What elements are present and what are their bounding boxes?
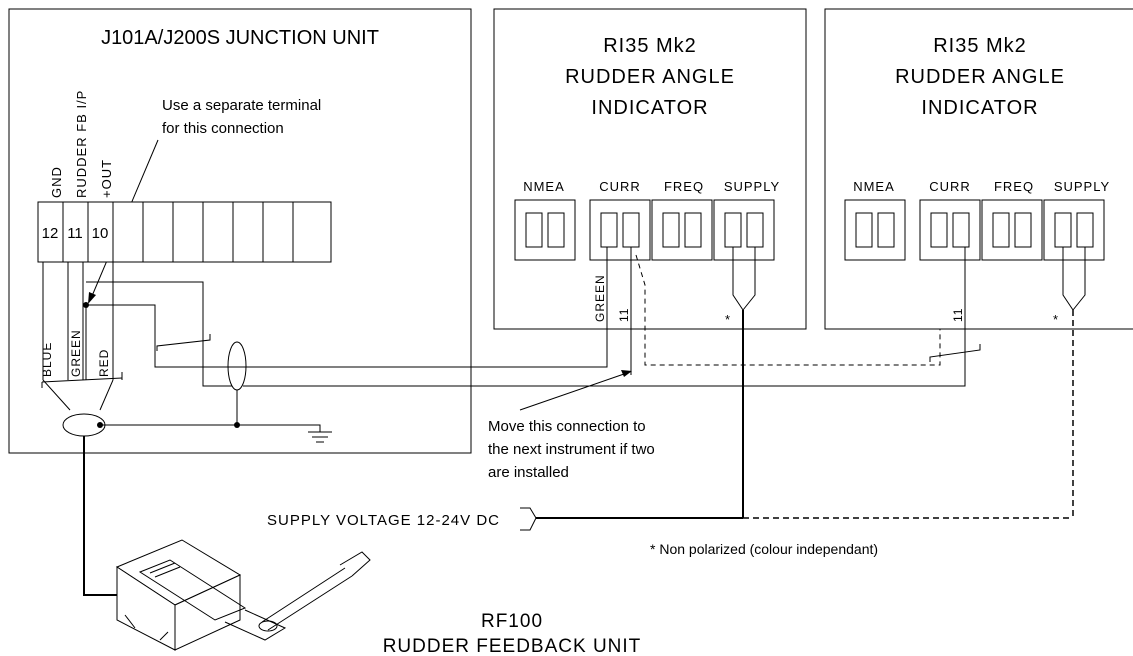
indicator-2-box (824, 8, 1133, 330)
rudder-feedback-unit-drawing (83, 436, 371, 651)
indicator-2-wire-11: 11 (951, 308, 965, 322)
indicator-2-nmea-label: NMEA (853, 179, 895, 194)
ground-shield (62, 341, 332, 443)
indicator-2-connector-curr (919, 199, 981, 261)
indicator-1-type: RUDDER ANGLE (565, 66, 735, 88)
rf100-model-label: RF100 (481, 611, 543, 632)
indicator-2-connector-supply (1043, 199, 1105, 261)
indicator-2: RI35 Mk2 RUDDER ANGLE INDICATOR NMEA CUR… (743, 8, 1133, 519)
indicator-1-supply-label: SUPPLY (724, 179, 780, 194)
junction-unit-title: J101A/J200S JUNCTION UNIT (101, 27, 379, 49)
indicator-1-connector-supply (713, 199, 775, 261)
move-note-arrow (519, 373, 625, 411)
terminal-number-10: 10 (92, 225, 109, 242)
move-connection-note-line3: are installed (488, 464, 569, 481)
indicator-1-nmea-label: NMEA (523, 179, 565, 194)
note-arrowhead (88, 292, 96, 304)
indicator-1-wire-green: GREEN (593, 274, 607, 322)
terminal-label-rudder-fb: RUDDER FB I/P (74, 90, 89, 198)
indicator-2-supply-label: SUPPLY (1054, 179, 1110, 194)
junction-unit: J101A/J200S JUNCTION UNIT GND RUDDER FB … (8, 8, 966, 454)
indicator-2-curr-label: CURR (929, 179, 971, 194)
indicator-2-type: RUDDER ANGLE (895, 66, 1065, 88)
move-connection-note-line2: the next instrument if two (488, 441, 655, 458)
indicator-1-wire-11: 11 (617, 308, 631, 322)
rf100-name-label: RUDDER FEEDBACK UNIT (383, 636, 642, 656)
indicator-2-connector-nmea (844, 199, 906, 261)
non-polarized-note: * Non polarized (colour independant) (650, 541, 878, 557)
move-note-arrowhead (621, 370, 632, 377)
indicator-1-connector-nmea (514, 199, 576, 261)
wire-label-green: GREEN (69, 329, 83, 377)
indicator-2-asterisk: * (1053, 312, 1059, 327)
indicator-1-model: RI35 Mk2 (603, 35, 697, 57)
terminal-number-11: 11 (67, 225, 83, 242)
indicator-2-connector-freq (981, 199, 1043, 261)
indicator-2-model: RI35 Mk2 (933, 35, 1027, 57)
indicator-1-connector-freq (651, 199, 713, 261)
indicator-1-suffix: INDICATOR (591, 97, 708, 119)
indicator-2-freq-label: FREQ (994, 179, 1034, 194)
indicator-1-asterisk: * (725, 312, 731, 327)
indicator-1-curr-label: CURR (599, 179, 641, 194)
terminal-strip (37, 201, 332, 263)
wire-label-blue: BLUE (40, 342, 54, 377)
terminal-number-12: 12 (42, 225, 59, 242)
wire-label-red: RED (97, 349, 111, 377)
supply-voltage-label: SUPPLY VOLTAGE 12-24V DC (267, 512, 500, 529)
supply-connector (520, 507, 537, 531)
indicator-2-suffix: INDICATOR (921, 97, 1038, 119)
indicator-1-box (493, 8, 807, 330)
indicator-1: RI35 Mk2 RUDDER ANGLE INDICATOR NMEA CUR… (493, 8, 941, 518)
indicator-1-freq-label: FREQ (664, 179, 704, 194)
separate-terminal-note-line2: for this connection (162, 120, 284, 137)
separate-terminal-note-line1: Use a separate terminal (162, 97, 321, 114)
terminal-label-gnd: GND (49, 166, 64, 198)
move-connection-note-line1: Move this connection to (488, 418, 646, 435)
indicator-1-connector-curr (589, 199, 651, 261)
terminal-label-out: +OUT (99, 159, 114, 198)
